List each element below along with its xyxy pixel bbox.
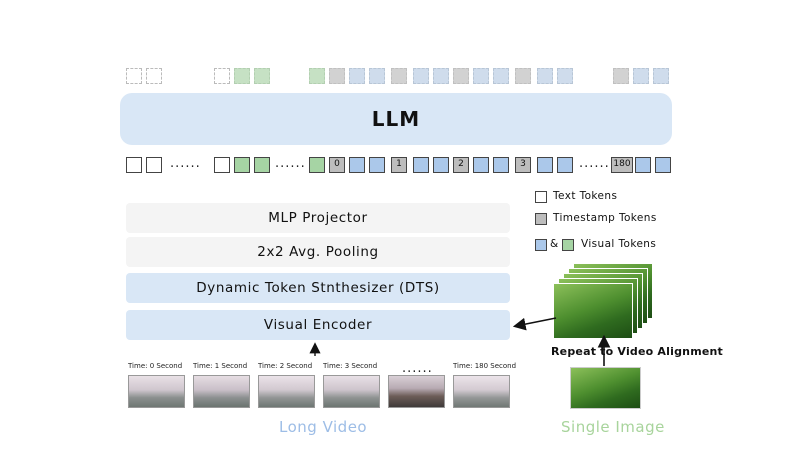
visual-token — [369, 157, 385, 173]
token-ellipsis: ...... — [275, 156, 306, 171]
output-visual-token — [557, 68, 573, 84]
legend-visual-swatch — [535, 239, 547, 251]
video-frame — [193, 375, 250, 408]
visual-token — [349, 157, 365, 173]
image-token — [254, 157, 270, 173]
visual-token — [493, 157, 509, 173]
token-ellipsis: ...... — [170, 156, 201, 171]
output-text-token — [126, 68, 142, 84]
output-timestamp-token — [515, 68, 531, 84]
avg-pooling-block: 2x2 Avg. Pooling — [126, 237, 510, 267]
frame-time-label: Time: 2 Second — [258, 362, 313, 370]
frame-time-label: Time: 0 Second — [128, 362, 183, 370]
output-timestamp-token — [391, 68, 407, 84]
visual-encoder-block: Visual Encoder — [126, 310, 510, 340]
token-ellipsis: ...... — [579, 156, 610, 171]
frame-time-label: Time: 3 Second — [323, 362, 378, 370]
output-visual-token — [473, 68, 489, 84]
video-frame — [128, 375, 185, 408]
visual-token — [413, 157, 429, 173]
output-visual-token — [369, 68, 385, 84]
output-visual-token — [413, 68, 429, 84]
image-to-encoder-arrow — [512, 317, 557, 331]
visual-token — [473, 157, 489, 173]
output-timestamp-token — [613, 68, 629, 84]
timestamp-token: 3 — [515, 157, 531, 173]
output-image-token — [309, 68, 325, 84]
legend-text-tokens: Text Tokens — [553, 190, 618, 202]
legend-timestamp-tokens: Timestamp Tokens — [553, 212, 657, 224]
output-visual-token — [433, 68, 449, 84]
video-frame — [258, 375, 315, 408]
text-token — [146, 157, 162, 173]
output-visual-token — [653, 68, 669, 84]
timestamp-token: 0 — [329, 157, 345, 173]
image-token — [309, 157, 325, 173]
frame-time-label: Time: 180 Second — [453, 362, 517, 370]
image-token — [234, 157, 250, 173]
output-visual-token — [537, 68, 553, 84]
repeat-label: Repeat to Video Alignment — [551, 345, 724, 358]
output-text-token — [214, 68, 230, 84]
timestamp-token: 180 — [611, 157, 633, 173]
output-image-token — [254, 68, 270, 84]
legend-text-swatch — [535, 191, 547, 203]
visual-token — [557, 157, 573, 173]
visual-token — [655, 157, 671, 173]
visual-token — [433, 157, 449, 173]
legend-timestamp-swatch — [535, 213, 547, 225]
mlp-projector-block: MLP Projector — [126, 203, 510, 233]
dts-block: Dynamic Token Stnthesizer (DTS) — [126, 273, 510, 303]
frame-time-label: Time: 1 Second — [193, 362, 248, 370]
video-frame — [388, 375, 445, 408]
timestamp-token: 2 — [453, 157, 469, 173]
repeated-image — [553, 283, 633, 339]
legend-image-swatch — [562, 239, 574, 251]
llm-block: LLM — [120, 93, 672, 145]
frames-ellipsis: ...... — [402, 361, 433, 376]
legend-visual-tokens: Visual Tokens — [581, 238, 657, 250]
output-timestamp-token — [329, 68, 345, 84]
legend-amp: & — [550, 238, 559, 250]
output-visual-token — [349, 68, 365, 84]
output-timestamp-token — [453, 68, 469, 84]
single-image-caption: Single Image — [561, 418, 665, 436]
long-video-caption: Long Video — [279, 418, 368, 436]
output-image-token — [234, 68, 250, 84]
video-frame — [453, 375, 510, 408]
output-text-token — [146, 68, 162, 84]
video-frame — [323, 375, 380, 408]
output-visual-token — [493, 68, 509, 84]
timestamp-token: 1 — [391, 157, 407, 173]
text-token — [214, 157, 230, 173]
text-token — [126, 157, 142, 173]
visual-token — [537, 157, 553, 173]
single-image — [570, 367, 641, 409]
output-visual-token — [633, 68, 649, 84]
visual-token — [635, 157, 651, 173]
